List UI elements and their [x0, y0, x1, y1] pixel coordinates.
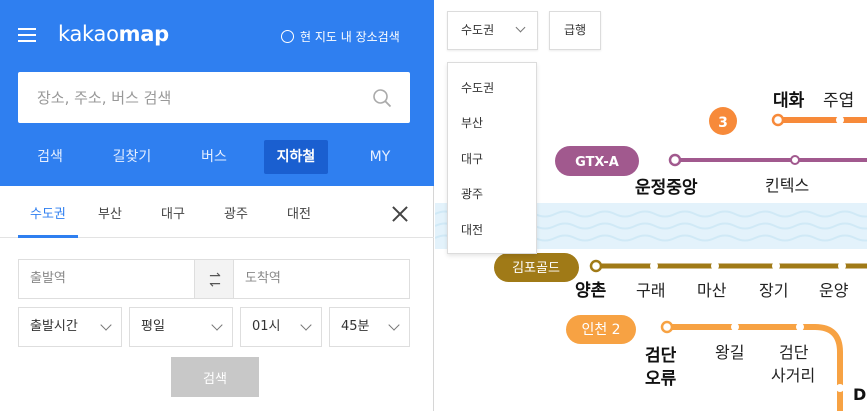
region-option-gwangju[interactable]: 광주 — [461, 187, 484, 201]
map-area-search-toggle[interactable]: 현 지도 내 장소검색 — [281, 28, 400, 45]
region-dropdown-value: 수도권 — [461, 23, 495, 37]
chevron-down-icon — [515, 22, 526, 33]
station-label-geomdan-oryu-1: 검단 — [645, 346, 677, 366]
chevron-down-icon — [388, 319, 400, 331]
close-icon[interactable] — [392, 206, 408, 222]
station-label-kintex: 킨텍스 — [765, 176, 809, 195]
minute-value: 45분 — [341, 319, 370, 334]
gimpo-gold-badge[interactable] — [494, 253, 579, 282]
search-box — [18, 72, 410, 123]
route-search-button[interactable]: 검색 — [171, 357, 259, 397]
logo-text-bold: map — [118, 22, 169, 46]
station-label-juyeop: 주엽 — [823, 91, 854, 111]
hour-value: 01시 — [252, 319, 281, 334]
express-toggle-button[interactable]: 급행 — [549, 11, 601, 50]
radio-icon — [281, 30, 294, 43]
minute-select[interactable]: 45분 — [329, 307, 410, 347]
station-label-geomdan-sageori-2: 사거리 — [771, 366, 815, 385]
station-gurae[interactable] — [650, 262, 658, 270]
station-kintex[interactable] — [790, 155, 800, 165]
main-tabs: 검색 길찾기 버스 지하철 MY — [0, 140, 434, 174]
station-daehwa[interactable] — [771, 113, 785, 127]
gtx-a-badge-label: GTX-A — [575, 155, 619, 170]
hour-select[interactable]: 01시 — [240, 307, 322, 347]
swap-arrow-right-icon: ⇀ — [209, 268, 221, 284]
station-label-partial: D — [853, 385, 866, 404]
region-dropdown-button[interactable]: 수도권 — [447, 11, 538, 50]
station-next[interactable] — [836, 384, 844, 392]
departure-station-field[interactable]: 출발역 — [30, 271, 66, 286]
subway-map[interactable]: 3 대화 주엽 GTX-A 운정중앙 킨텍스 김포골드 양촌 구래 마산 장기 … — [435, 0, 867, 411]
tab-search[interactable]: 검색 — [37, 149, 63, 165]
time-mode-value: 출발시간 — [30, 319, 78, 334]
chevron-down-icon — [100, 319, 112, 331]
region-tab-busan[interactable]: 부산 — [98, 207, 122, 222]
station-geomdan-sageori[interactable] — [796, 323, 804, 331]
station-label-unjeong-jungang: 운정중앙 — [635, 178, 698, 198]
line3-badge-label: 3 — [718, 115, 728, 131]
station-label-geomdan-oryu-2: 오류 — [645, 369, 677, 389]
logo-text-light: kakao — [58, 22, 119, 46]
station-geomdan-oryu[interactable] — [660, 320, 674, 334]
time-mode-select[interactable]: 출발시간 — [18, 307, 122, 347]
kakaomap-logo[interactable]: kakaomap — [58, 22, 169, 46]
tab-directions[interactable]: 길찾기 — [112, 149, 152, 165]
region-dropdown-menu: 수도권 부산 대구 광주 대전 — [447, 62, 537, 254]
station-label-wanggil: 왕길 — [715, 343, 744, 362]
gtx-a-badge[interactable] — [555, 146, 639, 176]
day-type-select[interactable]: 평일 — [129, 307, 233, 347]
chevron-down-icon — [300, 319, 312, 331]
region-option-capital[interactable]: 수도권 — [461, 81, 495, 95]
station-janggi[interactable] — [772, 262, 780, 270]
route-inputs: 출발역 ⇀ ↽ 도착역 — [18, 259, 410, 299]
station-yangchon[interactable] — [589, 259, 603, 273]
time-selects: 출발시간 평일 01시 45분 — [18, 307, 410, 347]
station-unjeong-jungang[interactable] — [668, 153, 682, 167]
station-masan[interactable] — [711, 262, 719, 270]
active-region-indicator — [18, 235, 78, 238]
search-icon[interactable] — [372, 88, 392, 108]
region-tab-daejeon[interactable]: 대전 — [287, 207, 311, 222]
station-label-masan: 마산 — [697, 281, 727, 300]
station-label-unyang: 운양 — [819, 281, 849, 300]
hamburger-menu-icon[interactable] — [18, 28, 36, 42]
swap-stations-button[interactable]: ⇀ ↽ — [194, 260, 234, 298]
arrival-station-field[interactable]: 도착역 — [245, 271, 281, 286]
station-label-janggi: 장기 — [759, 281, 788, 300]
tab-bus[interactable]: 버스 — [201, 149, 227, 165]
tab-subway[interactable]: 지하철 — [264, 140, 328, 174]
region-option-busan[interactable]: 부산 — [461, 116, 484, 130]
tab-my[interactable]: MY — [369, 149, 391, 165]
station-label-geomdan-sageori-1: 검단 — [779, 343, 809, 362]
incheon2-badge-label: 인천 2 — [581, 322, 620, 338]
region-option-daegu[interactable]: 대구 — [461, 152, 484, 166]
incheon2-track — [667, 324, 843, 411]
swap-arrow-left-icon: ↽ — [209, 276, 221, 292]
search-input[interactable] — [18, 72, 358, 123]
incheon2-badge[interactable] — [566, 315, 636, 344]
station-label-yangchon: 양촌 — [575, 281, 607, 301]
region-option-daejeon[interactable]: 대전 — [461, 223, 484, 237]
day-type-value: 평일 — [141, 319, 165, 334]
line3-badge[interactable] — [709, 107, 737, 135]
gimpo-gold-badge-label: 김포골드 — [512, 261, 560, 276]
region-tabs: 수도권 부산 대구 광주 대전 — [0, 186, 434, 238]
chevron-down-icon — [211, 319, 223, 331]
region-tab-capital[interactable]: 수도권 — [30, 207, 66, 222]
subway-panel: kakaomap 현 지도 내 장소검색 검색 길찾기 버스 지하철 MY 수도… — [0, 0, 434, 411]
station-unyang[interactable] — [838, 262, 846, 270]
map-area-search-label: 현 지도 내 장소검색 — [300, 30, 400, 44]
station-juyeop[interactable] — [836, 116, 844, 124]
region-tab-daegu[interactable]: 대구 — [161, 207, 185, 222]
region-tab-gwangju[interactable]: 광주 — [224, 207, 248, 222]
station-wanggil[interactable] — [731, 323, 739, 331]
panel-header: kakaomap 현 지도 내 장소검색 검색 길찾기 버스 지하철 MY — [0, 0, 434, 186]
station-label-gurae: 구래 — [636, 281, 665, 300]
station-label-daehwa: 대화 — [773, 91, 805, 111]
